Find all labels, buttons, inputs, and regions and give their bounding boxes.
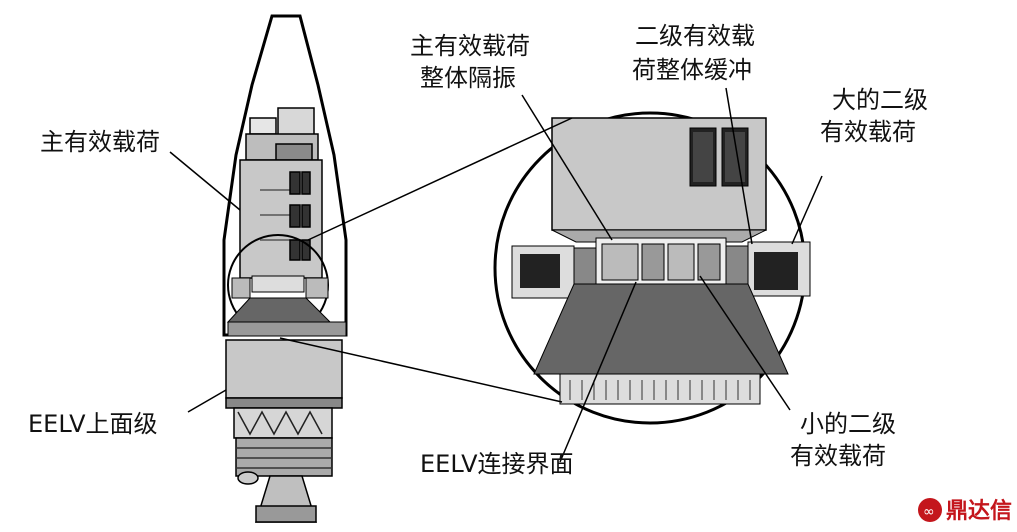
callout-lines (169, 87, 823, 463)
projection-lines (279, 117, 573, 403)
rocket-adapter (226, 275, 347, 337)
svg-text:∞: ∞ (923, 504, 935, 520)
label-secondary-buffer-line2: 荷整体缓冲 (632, 56, 752, 84)
label-large-secondary-line1: 大的二级 (832, 86, 928, 114)
zoom-detail (493, 111, 811, 425)
label-secondary-buffer-line1: 二级有效载 (635, 22, 755, 50)
label-small-secondary-line2: 有效载荷 (790, 442, 886, 470)
label-main-payload-isolation-line2: 整体隔振 (420, 64, 516, 92)
label-eelv-upper-stage: EELV上面级 (28, 410, 157, 438)
watermark-text: 鼎达信 (946, 498, 1012, 524)
label-main-payload-isolation-line1: 主有效载荷 (410, 32, 530, 60)
watermark-logo-icon (918, 498, 942, 522)
label-main-payload: 主有效载荷 (40, 128, 160, 156)
main-payload (239, 107, 323, 279)
label-small-secondary-line1: 小的二级 (800, 410, 896, 438)
eelv-upper-stage (225, 339, 343, 523)
label-eelv-interface: EELV连接界面 (420, 450, 573, 478)
label-large-secondary-line2: 有效载荷 (820, 118, 916, 146)
watermark: ∞ 鼎达信 (918, 498, 1012, 524)
